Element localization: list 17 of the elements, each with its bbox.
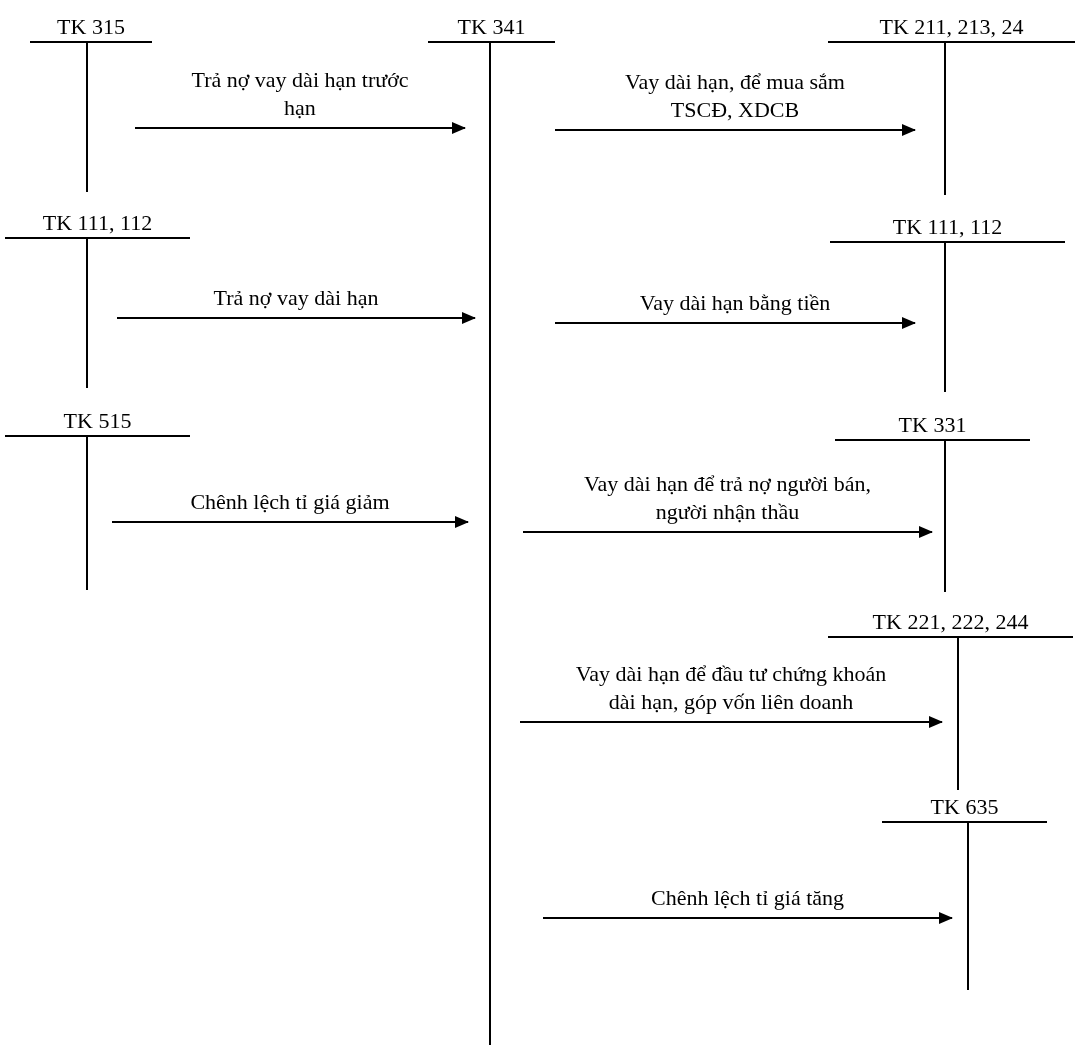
arrow [116,312,476,324]
arrow [554,124,916,136]
arrow [111,516,469,528]
arrow [134,122,466,134]
account-label: TK 211, 213, 24 [878,13,1025,41]
account-label: TK 635 [929,793,1000,821]
arrow [542,912,953,924]
arrow [554,317,916,329]
arrow [522,526,933,538]
account-label: TK 111, 112 [891,213,1004,241]
account-label: TK 331 [897,411,968,439]
account-label: TK 315 [56,13,126,41]
arrow [519,716,943,728]
account-label: TK 221, 222, 244 [871,608,1030,636]
account-label: TK 515 [62,407,133,435]
account-label: TK 341 [456,13,527,41]
account-label: TK 111, 112 [41,209,154,237]
